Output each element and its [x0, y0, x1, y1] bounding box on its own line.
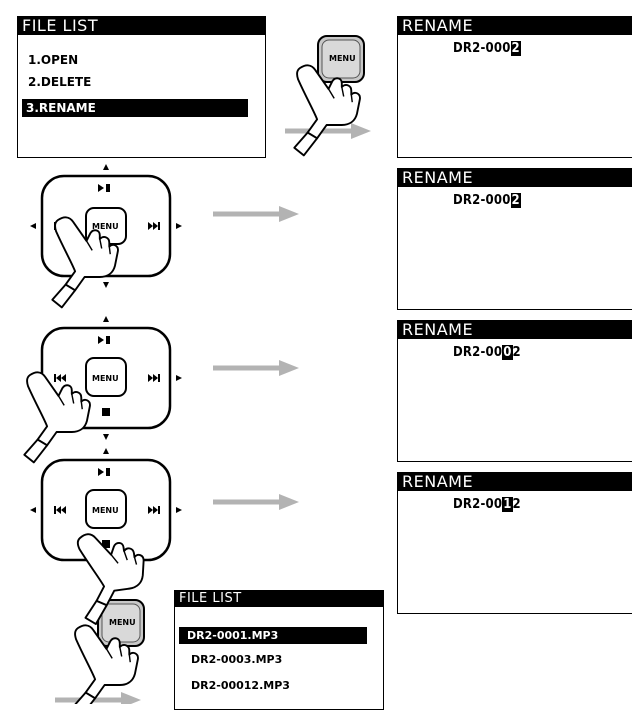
file-list-screen-top: FILE LIST 1.OPEN 2.DELETE 3.RENAME	[17, 16, 266, 158]
edit-cursor: 1	[502, 497, 513, 512]
menu-key-label: MENU	[92, 506, 119, 515]
rename-screen-2: RENAME DR2-0002	[397, 168, 632, 310]
filename-suffix: 2	[512, 497, 521, 512]
menu-key-label: MENU	[329, 54, 356, 63]
menu-item-delete[interactable]: 2.DELETE	[28, 75, 92, 89]
rename-screen-3: RENAME DR2-0002	[397, 320, 632, 462]
arrow-right-icon	[213, 206, 299, 222]
filename-field: DR2-0002	[453, 41, 521, 56]
filename-field: DR2-0002	[453, 193, 521, 208]
filename-prefix: DR2-00	[453, 345, 503, 360]
file-list-title: FILE LIST	[175, 591, 383, 607]
rename-screen-4: RENAME DR2-0012	[397, 472, 632, 614]
rename-title: RENAME	[398, 169, 632, 187]
rename-title: RENAME	[398, 321, 632, 339]
filename-field: DR2-0012	[453, 497, 521, 512]
filename-suffix: 2	[512, 345, 521, 360]
menu-key-label: MENU	[92, 222, 119, 231]
menu-key-label: MENU	[109, 618, 136, 627]
file-item-selected[interactable]: DR2-0001.MP3	[179, 627, 367, 644]
filename-prefix: DR2-000	[453, 41, 511, 56]
nav-pad-icon[interactable]	[30, 448, 182, 572]
menu-key-label: MENU	[92, 374, 119, 383]
filename-field: DR2-0002	[453, 345, 521, 360]
arrow-right-icon	[213, 360, 299, 376]
menu-item-rename[interactable]: 3.RENAME	[22, 99, 248, 117]
filename-prefix: DR2-00	[453, 497, 503, 512]
file-item[interactable]: DR2-00012.MP3	[191, 679, 290, 692]
edit-cursor: 2	[510, 41, 521, 56]
rename-title: RENAME	[398, 17, 632, 35]
file-item[interactable]: DR2-0003.MP3	[191, 653, 283, 666]
rename-title: RENAME	[398, 473, 632, 491]
file-list-title: FILE LIST	[18, 17, 265, 35]
rename-screen-1: RENAME DR2-0002	[397, 16, 632, 158]
arrow-right-icon	[213, 494, 299, 510]
edit-cursor: 0	[502, 345, 513, 360]
filename-prefix: DR2-000	[453, 193, 511, 208]
menu-item-open[interactable]: 1.OPEN	[28, 53, 79, 67]
edit-cursor: 2	[510, 193, 521, 208]
file-list-screen-bottom: FILE LIST DR2-0001.MP3 DR2-0003.MP3 DR2-…	[174, 590, 384, 710]
